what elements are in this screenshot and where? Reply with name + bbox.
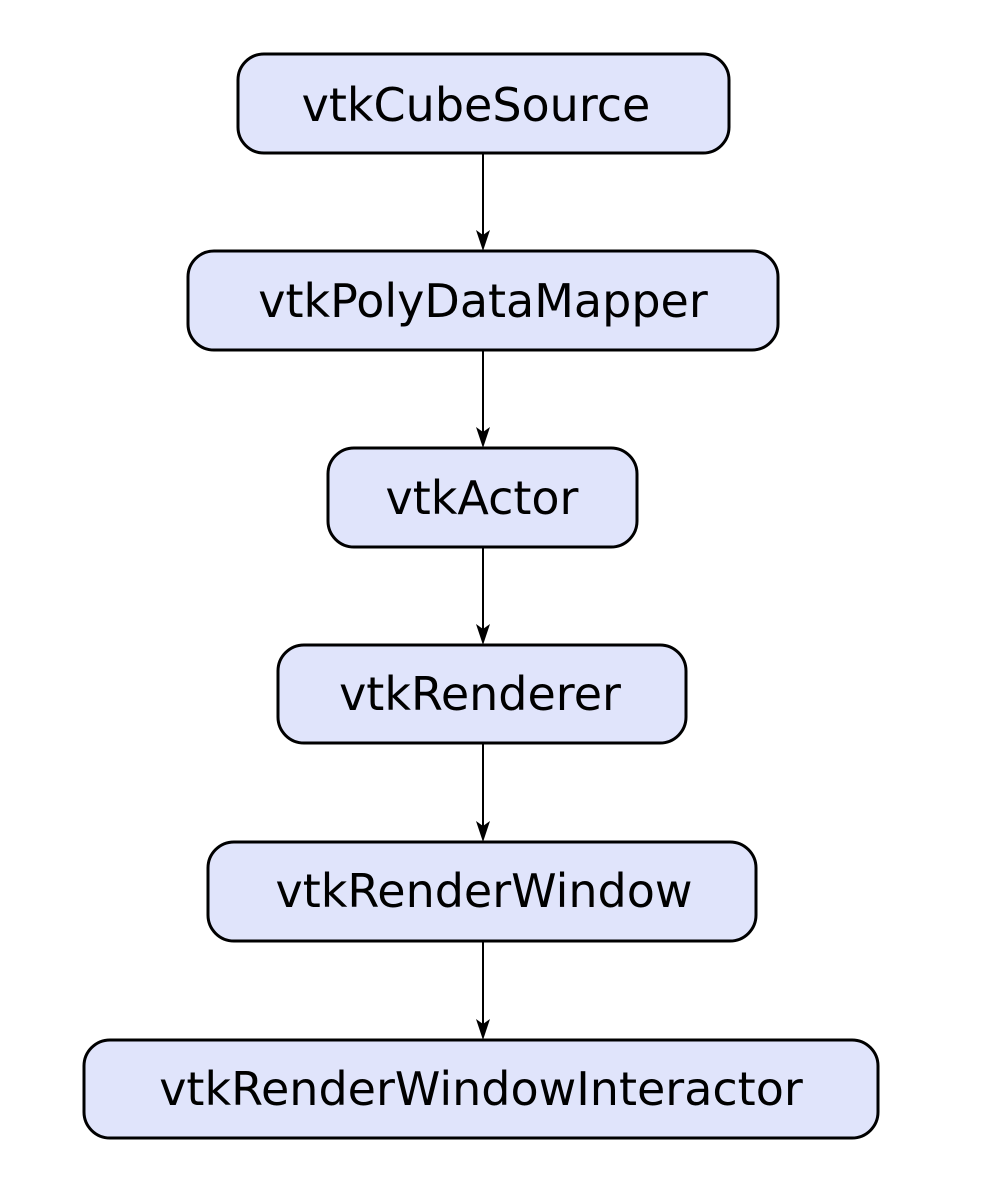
edge-actor-to-renderer [476,547,490,645]
arrowhead-icon [476,821,490,842]
edge-renderwindow-to-interactor [476,941,490,1040]
edge-polydatamapper-to-actor [476,350,490,448]
node-vtkrenderwindow: vtkRenderWindow [206,840,758,943]
node-label: vtkActor [386,471,579,525]
node-label: vtkRenderer [339,667,621,721]
node-vtkrenderwindowinteractor: vtkRenderWindowInteractor [82,1038,880,1140]
arrowhead-icon [476,624,490,645]
node-vtkactor: vtkActor [326,446,639,549]
node-vtkcubesource: vtkCubeSource [236,52,731,155]
node-vtkpolydatamapper: vtkPolyDataMapper [186,249,780,352]
arrowhead-icon [476,1019,490,1040]
node-box [186,249,780,352]
node-label: vtkCubeSource [302,78,651,132]
arrowhead-icon [476,427,490,448]
arrowhead-icon [476,230,490,251]
node-label: vtkPolyDataMapper [258,274,708,328]
node-vtkrenderer: vtkRenderer [276,643,688,745]
node-box [82,1038,880,1140]
node-label: vtkRenderWindowInteractor [159,1062,803,1116]
node-box [236,52,731,155]
edge-cubesource-to-polydatamapper [476,153,490,251]
edge-renderer-to-renderwindow [476,743,490,842]
node-label: vtkRenderWindow [275,864,692,918]
node-box [326,446,639,549]
node-box [276,643,688,745]
node-box [206,840,758,943]
